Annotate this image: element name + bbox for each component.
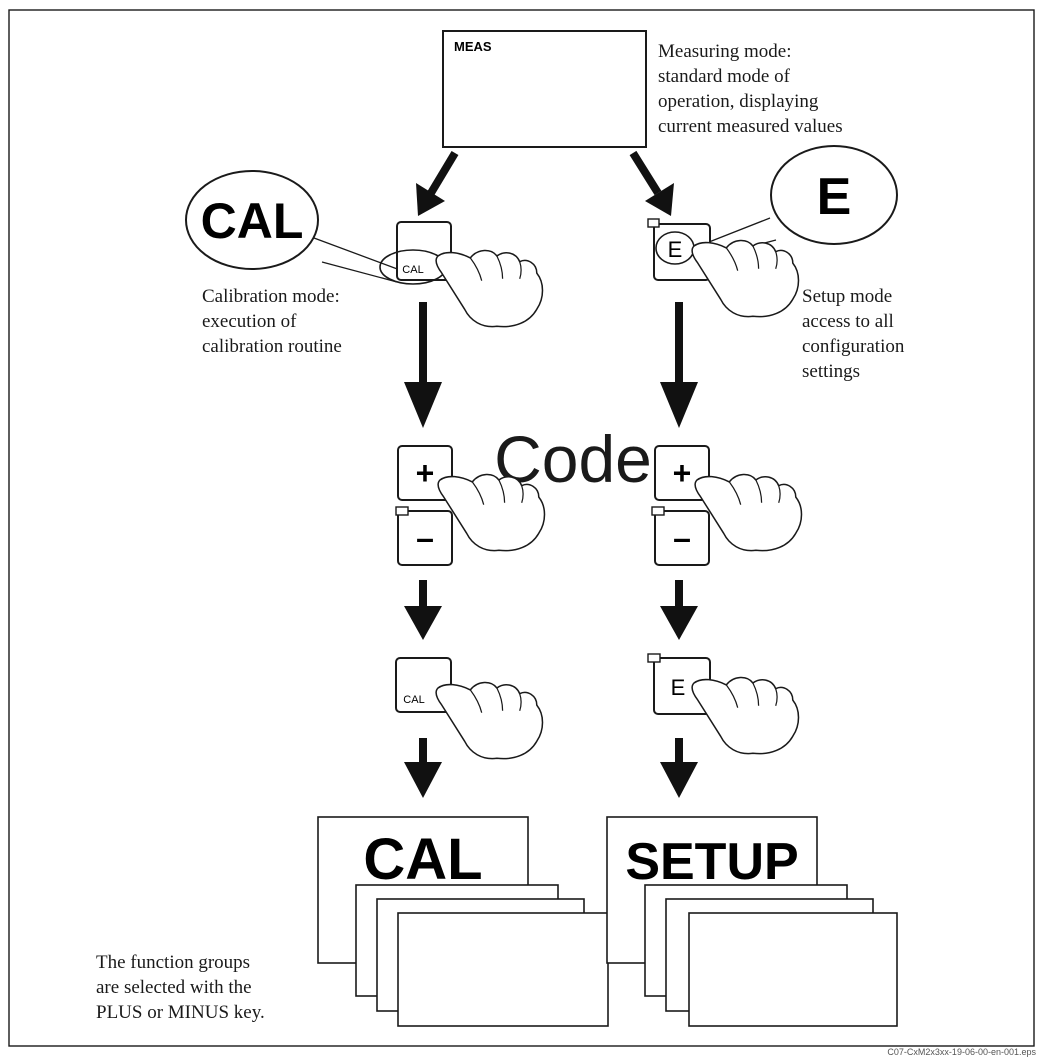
e-key-bottom[interactable]: E (647, 653, 711, 715)
cal-key-top[interactable]: CAL (379, 221, 452, 285)
cal-key-top-label: CAL (402, 264, 423, 276)
cal-key-bottom-label: CAL (403, 694, 424, 706)
footnote-line-1: The function groups (96, 952, 250, 973)
calibration-mode-line-2: execution of (202, 311, 297, 332)
plus-key-left-symbol: + (416, 455, 435, 491)
minus-key-right[interactable]: – (651, 506, 710, 566)
measuring-mode-line-3: operation, displaying (658, 91, 819, 112)
cal-bubble: CAL (185, 170, 401, 283)
calibration-mode-description: Calibration mode: execution of calibrati… (202, 286, 344, 357)
cal-menu-page (397, 912, 609, 1027)
arrow-to-setup-menu (660, 738, 698, 798)
setup-mode-description: Setup mode access to all configuration s… (802, 286, 909, 382)
minus-key-right-symbol: – (673, 520, 691, 556)
pointing-hand-icon (691, 239, 800, 318)
arrow-code-to-e-key (660, 580, 698, 640)
minus-key-left[interactable]: – (395, 506, 453, 566)
pointing-hand-icon (694, 473, 803, 552)
arrow-to-cal-menu (404, 738, 442, 798)
diagram-frame (8, 9, 1035, 1047)
footnote-line-3: PLUS or MINUS key. (96, 1002, 265, 1023)
arrow-to-e-key (629, 150, 674, 216)
e-key-top-label: E (668, 237, 683, 262)
setup-menu-stack: SETUP (606, 816, 898, 1027)
measuring-mode-line-2: standard mode of (658, 66, 791, 87)
measuring-mode-line-1: Measuring mode: (658, 41, 792, 62)
minus-key-left-symbol: – (416, 520, 434, 556)
setup-mode-line-1: Setup mode (802, 286, 892, 307)
pointing-hand-icon (435, 681, 544, 760)
cal-menu-stack: CAL (317, 816, 609, 1027)
setup-mode-line-2: access to all (802, 311, 894, 332)
e-key-bottom-label: E (671, 675, 686, 700)
pointing-hand-icon (437, 473, 546, 552)
setup-mode-line-4: settings (802, 361, 860, 382)
measuring-mode-description: Measuring mode: standard mode of operati… (658, 41, 843, 137)
setup-menu-title: SETUP (625, 833, 798, 891)
pointing-hand-icon (435, 249, 544, 328)
arrow-cal-to-code (404, 302, 442, 428)
setup-menu-page (688, 912, 898, 1027)
setup-mode-line-3: configuration (802, 336, 905, 357)
calibration-mode-line-1: Calibration mode: (202, 286, 340, 307)
footnote-line-2: are selected with the (96, 977, 252, 998)
calibration-mode-line-3: calibration routine (202, 336, 342, 357)
arrow-code-to-cal-key (404, 580, 442, 640)
e-bubble-label: E (817, 168, 852, 226)
meas-display-label: MEAS (454, 39, 492, 54)
file-identifier: C07-CxM2x3xx-19-06-00-en-001.eps (887, 1047, 1036, 1057)
meas-display: MEAS (442, 30, 647, 148)
arrow-to-cal-key (416, 150, 459, 216)
measuring-mode-line-4: current measured values (658, 116, 843, 137)
pointing-hand-icon (691, 676, 800, 755)
plus-key-right-symbol: + (673, 455, 692, 491)
cal-menu-title: CAL (363, 827, 482, 892)
cal-bubble-label: CAL (201, 193, 304, 249)
footnote: The function groups are selected with th… (96, 952, 265, 1023)
arrow-e-to-code (660, 302, 698, 428)
